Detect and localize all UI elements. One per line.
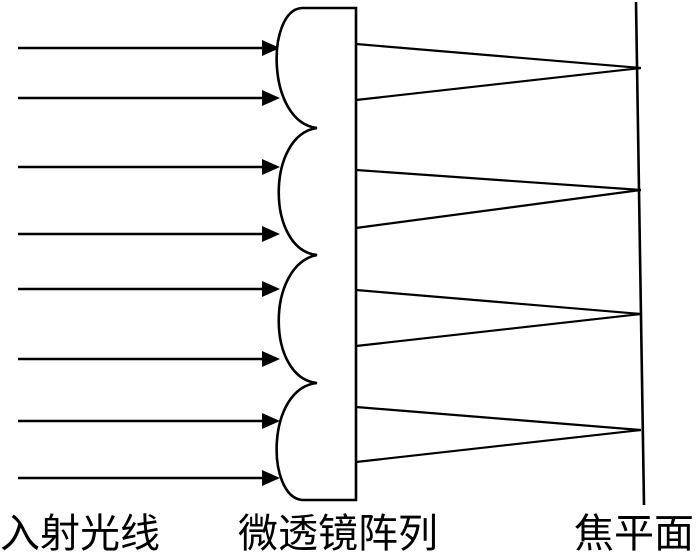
incident-rays-label: 入射光线 (0, 511, 160, 557)
incident-rays (18, 40, 280, 486)
incident-ray (18, 470, 280, 486)
incident-ray (18, 40, 280, 56)
incident-ray (18, 351, 280, 367)
incident-ray (18, 90, 280, 106)
refracted-ray (355, 42, 642, 70)
refracted-ray (355, 66, 642, 102)
focal-plane-label: 焦平面 (574, 511, 694, 557)
incident-ray (18, 413, 280, 429)
incident-ray (18, 159, 280, 175)
focal-plane-line (634, 1, 646, 506)
refracted-ray (355, 428, 642, 464)
incident-ray (18, 281, 280, 297)
refracted-ray (355, 405, 642, 432)
refracted-ray (355, 168, 642, 192)
focusing-rays (355, 42, 642, 464)
refracted-ray (355, 188, 642, 230)
incident-ray (18, 226, 280, 242)
refracted-ray (355, 288, 642, 316)
refracted-ray (355, 312, 642, 348)
microlens-array (275, 6, 358, 502)
microlens-array-label: 微透镜阵列 (238, 511, 438, 557)
